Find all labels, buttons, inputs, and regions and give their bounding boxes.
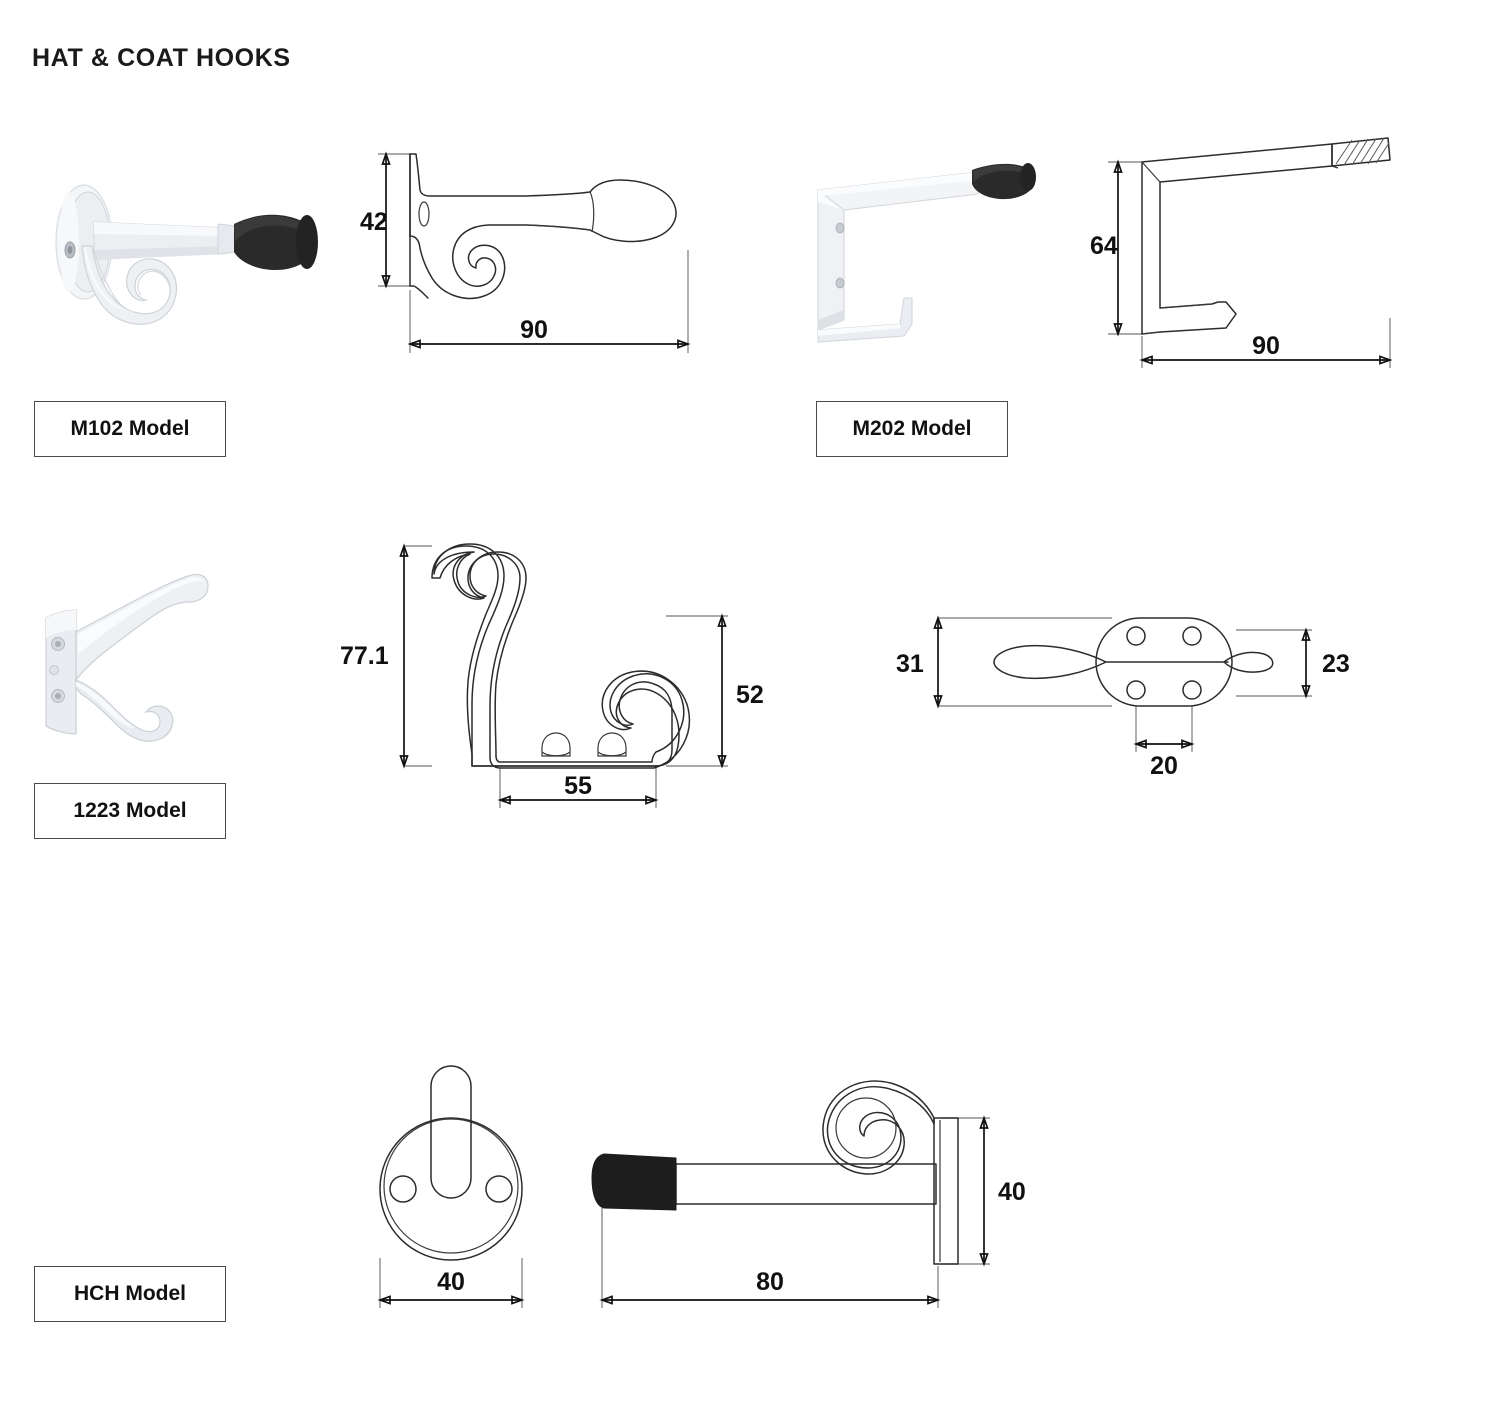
hch-side-drawing: 80 40 [590, 1058, 1040, 1338]
hook-1223-product-photo [28, 540, 248, 760]
m102-length-dimension: 90 [520, 316, 548, 344]
hook-1223-hole-spacing-dimension: 20 [1150, 752, 1178, 780]
hch-projection-dimension: 80 [756, 1268, 784, 1296]
model-badge-1223-label: 1223 Model [73, 799, 187, 822]
hook-1223-plan-width-dimension: 31 [896, 650, 924, 678]
model-badge-m102: M102 Model [34, 401, 226, 457]
hook-1223-hook-height-dimension: 52 [736, 681, 764, 709]
model-badge-m202: M202 Model [816, 401, 1008, 457]
model-badge-m102-label: M102 Model [70, 417, 190, 440]
model-badge-1223: 1223 Model [34, 783, 226, 839]
m102-product-photo [22, 150, 342, 340]
model-badge-hch: HCH Model [34, 1266, 226, 1322]
hch-plate-diameter-dimension: 40 [437, 1268, 465, 1296]
hook-1223-plan-drawing: 31 23 20 [880, 602, 1380, 792]
m202-product-photo [800, 148, 1070, 348]
hook-1223-plate-width-dimension: 23 [1322, 650, 1350, 678]
m202-length-dimension: 90 [1252, 332, 1280, 360]
m102-technical-drawing: 42 90 [358, 138, 718, 378]
hch-plate-height-dimension: 40 [998, 1178, 1026, 1206]
hch-front-drawing: 40 [360, 1058, 590, 1328]
model-badge-hch-label: HCH Model [74, 1282, 186, 1305]
m202-height-dimension: 64 [1090, 232, 1118, 260]
m102-height-dimension: 42 [360, 208, 388, 236]
page-title: HAT & COAT HOOKS [32, 44, 291, 72]
hook-1223-total-height-dimension: 77.1 [340, 642, 389, 670]
m202-technical-drawing: 64 90 [1090, 137, 1420, 388]
hook-1223-base-width-dimension: 55 [564, 772, 592, 800]
model-badge-m202-label: M202 Model [852, 417, 972, 440]
hook-1223-side-drawing: 77.1 52 55 [336, 528, 796, 828]
